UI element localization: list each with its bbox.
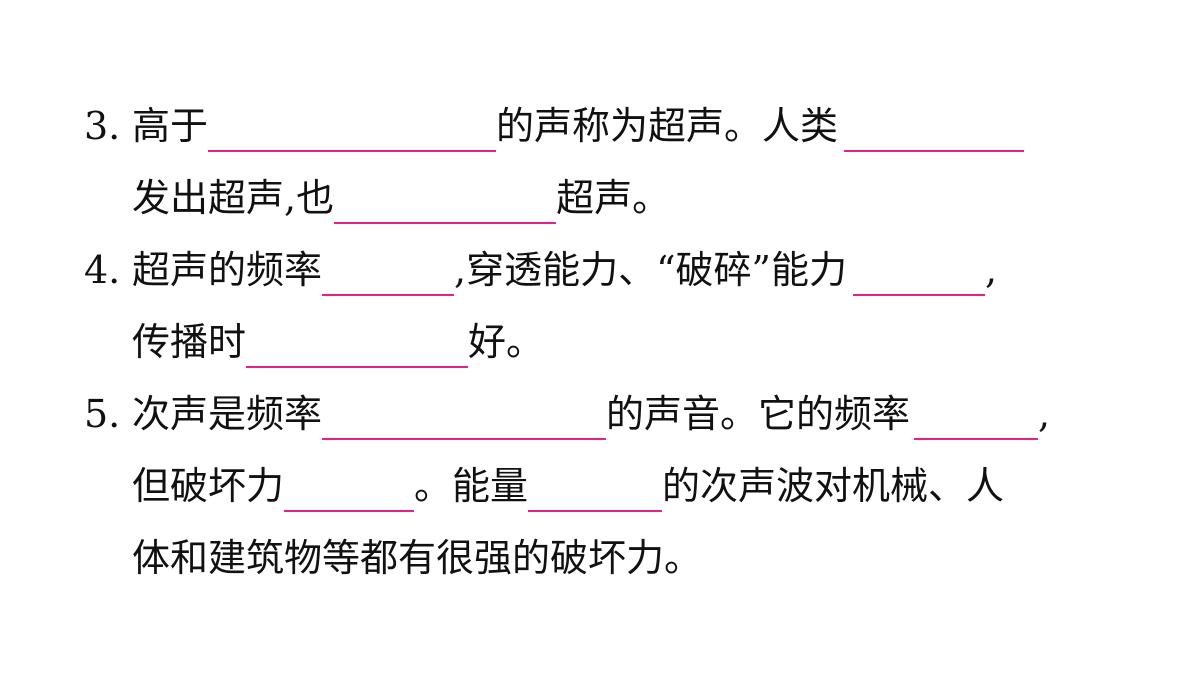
question-4-line-2: 传播时 好。 (132, 314, 544, 370)
question-5-line-2: 但破坏力 。能量 的次声波对机械、人 (132, 458, 1004, 514)
question-5-line-3: 体和建筑物等都有很强的破坏力。 (132, 530, 702, 586)
fill-in-blank[interactable] (284, 482, 415, 512)
question-text: 超声的频率 (132, 248, 323, 292)
question-text: 超声。 (556, 176, 671, 220)
question-4-line-1: 4. 超声的频率 ,穿透能力、“破碎”能力 , (84, 242, 997, 298)
question-number: 5. (84, 392, 121, 436)
question-text: 但破坏力 (132, 464, 285, 508)
fill-in-blank[interactable] (208, 122, 497, 152)
question-3-line-2: 发出超声,也 超声。 (132, 170, 670, 226)
fill-in-blank[interactable] (322, 266, 455, 296)
question-text: 次声是频率 (132, 392, 323, 436)
question-5-line-1: 5. 次声是频率 的声音。它的频率 , (84, 386, 1050, 442)
fill-in-blank[interactable] (852, 266, 985, 296)
question-text: 体和建筑物等都有很强的破坏力。 (132, 536, 703, 580)
question-text: 传播时 (132, 320, 247, 364)
question-text: 好。 (468, 320, 545, 364)
question-text: 。能量 (414, 464, 529, 508)
question-text: 的声音。它的频率 (606, 392, 911, 436)
fill-in-blank[interactable] (246, 338, 469, 368)
question-text: , (1038, 392, 1051, 436)
question-text: , (984, 248, 998, 292)
fill-in-blank[interactable] (528, 482, 663, 512)
question-text: ,穿透能力、“破碎”能力 (454, 248, 847, 292)
fill-in-blank[interactable] (844, 122, 1025, 152)
fill-in-blank[interactable] (322, 410, 607, 440)
question-text: 的声称为超声。人类 (496, 104, 839, 148)
question-text: 发出超声,也 (132, 176, 335, 220)
question-number: 3. (84, 104, 121, 148)
question-text: 高于 (132, 104, 209, 148)
question-text: 的次声波对机械、人 (662, 464, 1005, 508)
fill-in-blank[interactable] (334, 194, 557, 224)
fill-in-blank[interactable] (914, 410, 1039, 440)
question-number: 4. (84, 248, 121, 292)
question-3-line-1: 3. 高于 的声称为超声。人类 (84, 98, 1025, 154)
